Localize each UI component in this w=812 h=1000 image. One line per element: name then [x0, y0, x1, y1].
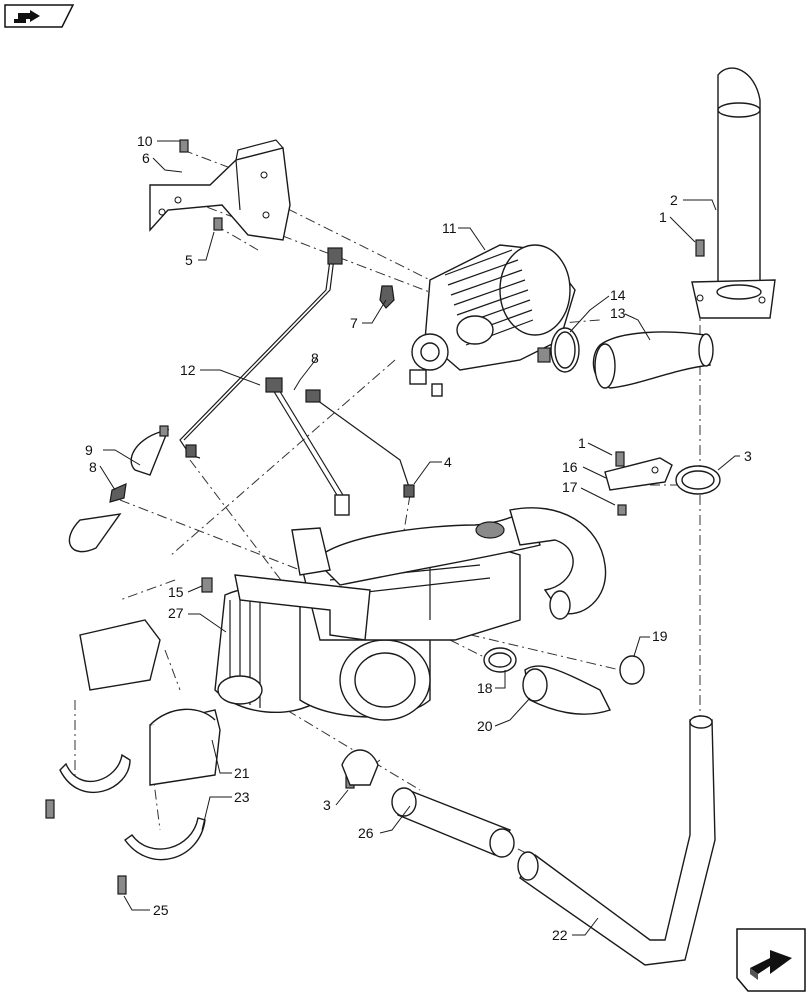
- wiring-harness: [179, 247, 343, 459]
- tailpipe-section: [391, 787, 515, 858]
- hose-clamp: [483, 647, 645, 685]
- mounting-strap: [59, 753, 206, 861]
- clamp: [675, 465, 721, 495]
- callout-18: 17: [562, 479, 578, 495]
- callout-26: 26: [358, 825, 374, 841]
- lower-exhaust-pipe: [517, 715, 716, 966]
- exhaust-sensor: [265, 377, 415, 516]
- bolt: [179, 139, 223, 231]
- callout-15: 14: [610, 287, 626, 303]
- callout-10: 9: [85, 442, 93, 458]
- pressure-sensor: [379, 285, 395, 309]
- callout-13: 12: [180, 362, 196, 378]
- mounting-bracket: [149, 139, 291, 241]
- callout-24: 23: [234, 789, 250, 805]
- bracket: [604, 457, 673, 491]
- callout-3: 3: [744, 448, 752, 464]
- strap: [130, 425, 170, 476]
- air-cleaner: [409, 244, 576, 397]
- callout-labels: 10 6 5 11 2 1 7 8 12 14 13 9 8 1 16 17 3…: [85, 133, 752, 943]
- previous-page-icon[interactable]: [4, 4, 75, 28]
- callout-20: 19: [652, 628, 668, 644]
- callout-1b: 1: [578, 435, 586, 451]
- bolt: [695, 239, 705, 257]
- callout-7: 7: [350, 315, 358, 331]
- callout-27: 27: [168, 605, 184, 621]
- aftertreatment-assembly: [214, 507, 607, 721]
- callout-21: 20: [477, 718, 493, 734]
- callout-9: 8: [89, 459, 97, 475]
- next-page-icon[interactable]: [736, 928, 806, 992]
- flex-pipe: [522, 665, 611, 715]
- callout-25: 25: [153, 902, 169, 918]
- callout-2: 2: [670, 192, 678, 208]
- callout-14: 13: [610, 305, 626, 321]
- exhaust-stack-pipe: [691, 67, 776, 319]
- callout-16: 15: [168, 584, 184, 600]
- callout-17: 16: [562, 459, 578, 475]
- callout-3b: 3: [323, 797, 331, 813]
- bolt: [201, 577, 213, 593]
- callout-4: 4: [444, 454, 452, 470]
- callout-11: 10: [137, 133, 153, 149]
- leader-lines: [99, 140, 740, 936]
- air-intake-hose: [592, 331, 714, 389]
- callout-12: 11: [442, 220, 457, 236]
- callout-22: 21: [234, 765, 250, 781]
- callout-23: 22: [552, 927, 568, 943]
- callout-6: 6: [142, 150, 150, 166]
- cable-tie: [68, 483, 127, 553]
- callout-5: 5: [185, 252, 193, 268]
- callout-8: 8: [311, 350, 319, 366]
- callout-19: 18: [477, 680, 493, 696]
- callout-1: 1: [659, 209, 667, 225]
- hose-clamp: [537, 327, 580, 373]
- bolt: [615, 451, 627, 516]
- support-bracket: [79, 619, 221, 786]
- clamp: [341, 749, 379, 786]
